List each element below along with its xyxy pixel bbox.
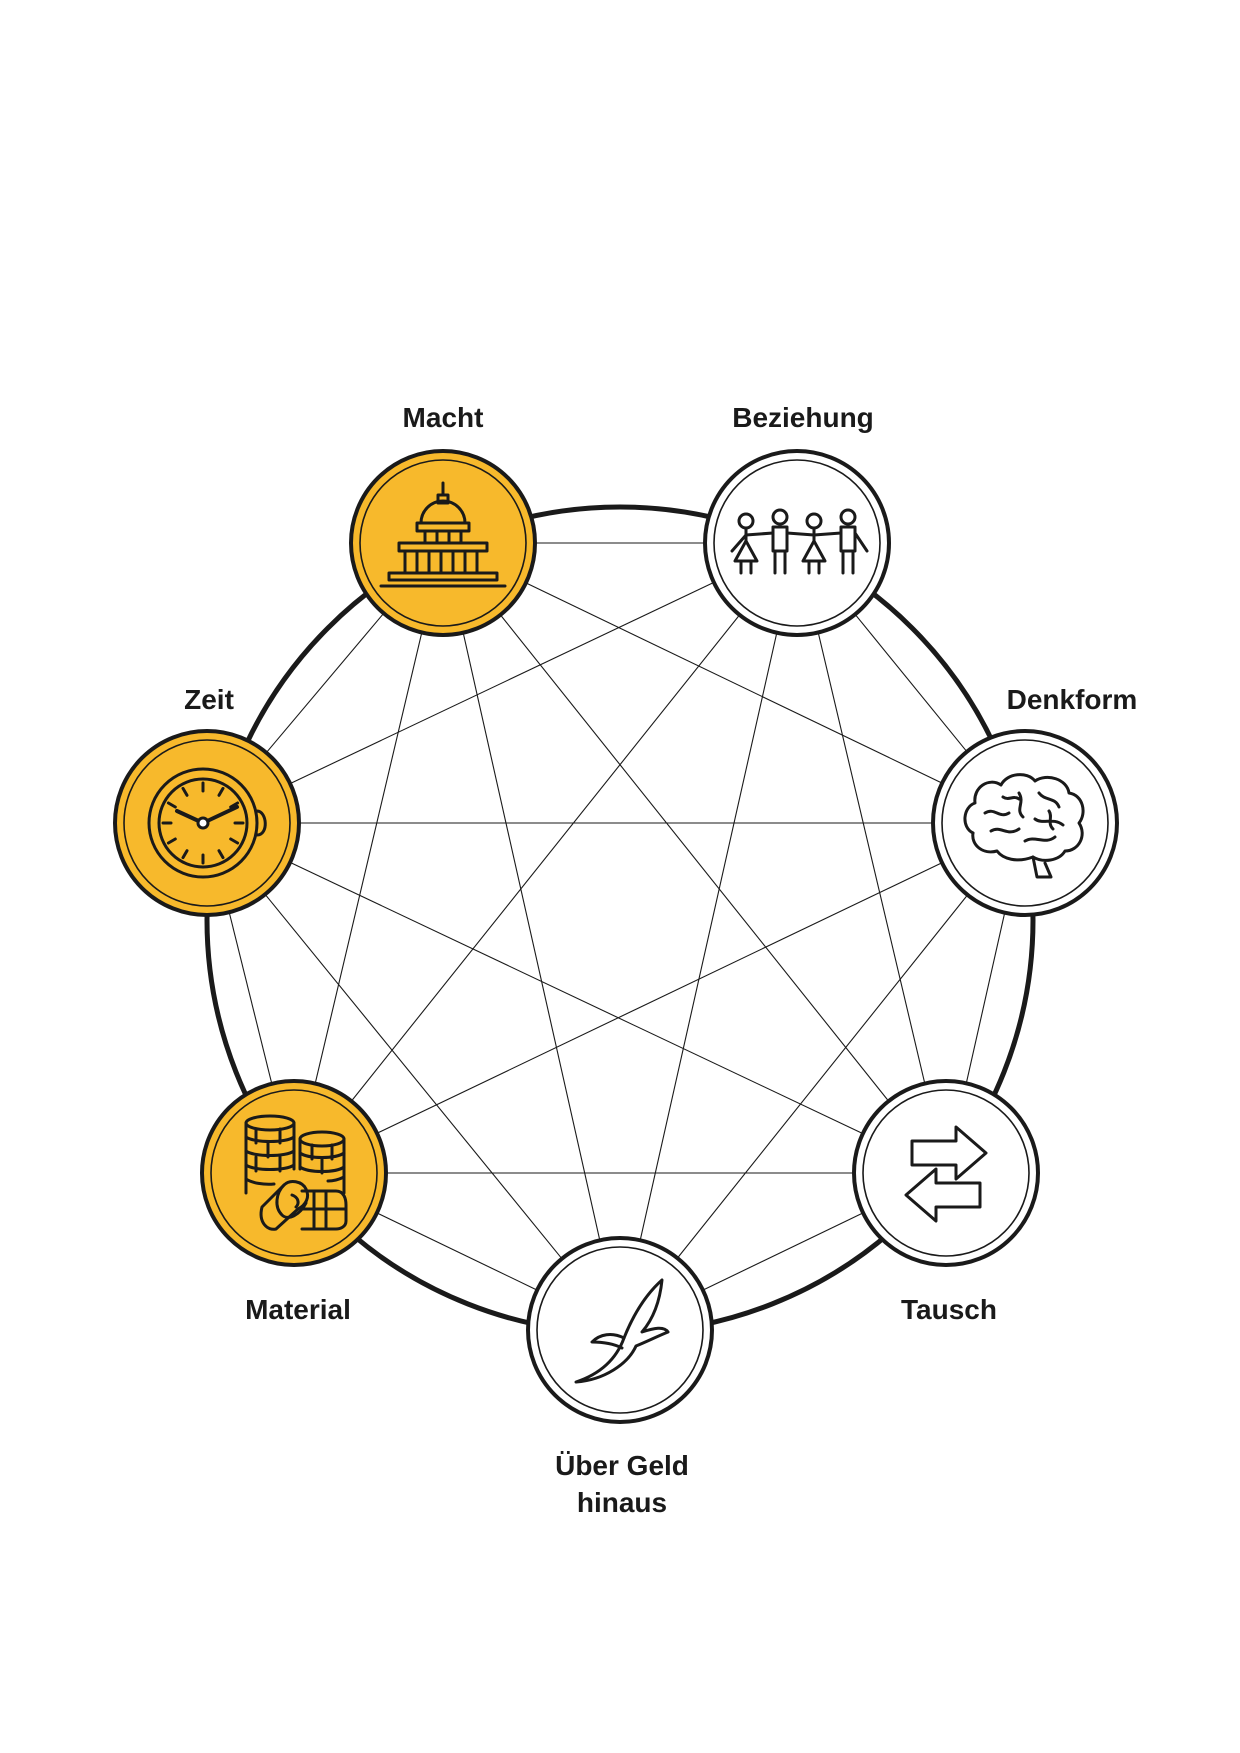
connection-line-ueber-geld-hinaus-zeit <box>264 893 563 1260</box>
label-ueber-geld-hinaus-line-2: hinaus <box>577 1487 667 1518</box>
node-denkform-circle <box>931 729 1119 917</box>
node-material-inner-ring <box>210 1089 378 1257</box>
flying-bird-icon <box>574 1278 670 1384</box>
connection-line-macht-denkform <box>525 582 943 784</box>
connection-line-material-zeit <box>228 912 273 1084</box>
connection-line-beziehung-zeit <box>289 581 715 785</box>
node-beziehung <box>703 449 891 637</box>
connection-line-denkform-material <box>376 862 943 1134</box>
connection-line-macht-zeit <box>265 612 385 754</box>
node-material <box>200 1079 388 1267</box>
brain-icon <box>963 773 1085 879</box>
node-ueber-geld-hinaus-circle <box>526 1236 714 1424</box>
label-ueber-geld-hinaus-line-1: Über Geld <box>555 1450 689 1481</box>
connection-line-beziehung-material <box>350 614 741 1102</box>
node-tausch-circle <box>852 1079 1040 1267</box>
node-beziehung-inner-ring <box>713 459 881 627</box>
clock-icon <box>147 767 267 879</box>
connection-line-macht-material <box>314 632 423 1084</box>
connection-line-denkform-tausch <box>965 912 1006 1084</box>
label-zeit: Zeit <box>184 684 234 715</box>
connection-line-ueber-geld-hinaus-material <box>376 1212 538 1291</box>
connection-line-tausch-ueber-geld-hinaus <box>702 1212 864 1291</box>
label-material: Material <box>245 1294 351 1325</box>
node-denkform <box>931 729 1119 917</box>
node-denkform-inner-ring <box>941 739 1109 907</box>
connection-line-denkform-ueber-geld-hinaus <box>676 894 969 1259</box>
capitol-building-icon <box>379 481 507 588</box>
connection-lines <box>228 542 1006 1291</box>
exchange-arrows-icon <box>904 1125 988 1223</box>
node-zeit-inner-ring <box>123 739 291 907</box>
node-ueber-geld-hinaus <box>526 1236 714 1424</box>
label-tausch: Tausch <box>901 1294 997 1325</box>
connection-line-macht-tausch <box>499 614 890 1102</box>
node-material-circle <box>200 1079 388 1267</box>
label-beziehung: Beziehung <box>732 402 874 433</box>
node-beziehung-circle <box>703 449 891 637</box>
connection-line-beziehung-denkform <box>854 613 968 753</box>
node-macht <box>349 449 537 637</box>
people-holding-hands-icon <box>730 508 869 575</box>
connection-line-beziehung-ueber-geld-hinaus <box>639 632 778 1241</box>
coin-stacks-icon <box>244 1114 348 1231</box>
connection-line-macht-ueber-geld-hinaus <box>462 632 601 1241</box>
node-ueber-geld-hinaus-inner-ring <box>536 1246 704 1414</box>
node-tausch <box>852 1079 1040 1267</box>
node-macht-inner-ring <box>359 459 527 627</box>
node-tausch-inner-ring <box>862 1089 1030 1257</box>
connection-line-beziehung-tausch <box>817 632 926 1084</box>
label-macht: Macht <box>403 402 484 433</box>
label-denkform: Denkform <box>1007 684 1138 715</box>
node-zeit <box>113 729 301 917</box>
connection-line-tausch-zeit <box>289 861 864 1135</box>
